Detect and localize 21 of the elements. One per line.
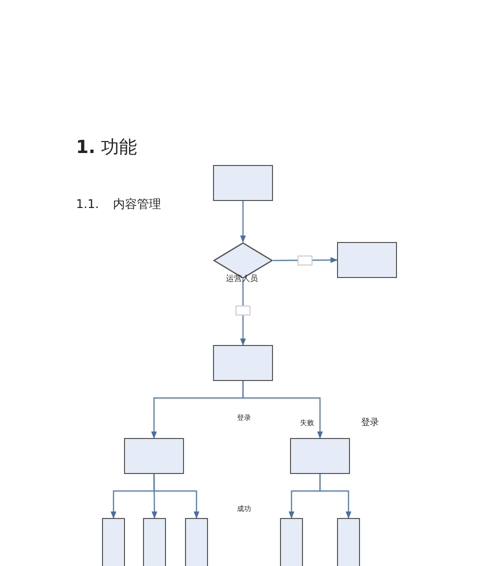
process-box	[102, 518, 125, 566]
arrow	[240, 201, 246, 243]
section-title: 内容管理	[113, 198, 161, 210]
branch-label: 登录	[361, 419, 379, 428]
arrow	[153, 474, 200, 519]
arrow	[240, 279, 246, 346]
process-box	[337, 242, 397, 278]
arrow	[242, 381, 323, 439]
process-box	[290, 438, 350, 474]
arrow	[319, 474, 352, 519]
section-number: 1.1.	[76, 198, 99, 210]
role-label: 运营人员	[226, 275, 258, 283]
section-heading: 1. 功能	[76, 139, 138, 157]
process-box	[185, 518, 208, 566]
process-box	[124, 438, 184, 474]
process-box	[337, 518, 360, 566]
process-box	[213, 165, 273, 201]
process-box	[280, 518, 303, 566]
process-box	[213, 345, 273, 381]
process-box	[143, 518, 166, 566]
arrow	[273, 257, 338, 263]
